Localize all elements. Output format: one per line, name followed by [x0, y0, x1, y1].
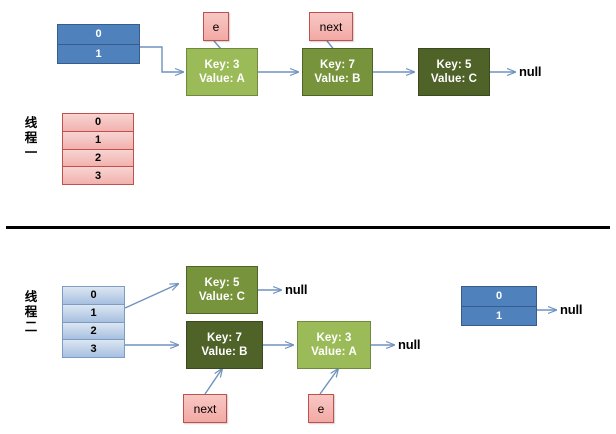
- bucket-cell[interactable]: 1: [63, 304, 124, 323]
- pointer-chip-e-bottom[interactable]: e: [308, 394, 334, 423]
- bucket-cell[interactable]: 0: [58, 25, 139, 45]
- pointer-chip-label: e: [317, 401, 325, 416]
- bucket-cell[interactable]: 3: [63, 340, 124, 357]
- bucket-cell[interactable]: 1: [63, 131, 133, 150]
- wire-bot-e-to-key3: [319, 369, 338, 395]
- node-key7-b[interactable]: Key: 7 Value: B: [186, 321, 263, 369]
- node-key-line: Key: 3: [204, 59, 240, 71]
- bucket-cell[interactable]: 2: [63, 322, 124, 341]
- thread2-bucket-array[interactable]: 0 1 2 3: [62, 286, 125, 358]
- node-value-line: Value: B: [201, 346, 248, 358]
- node-key7[interactable]: Key: 7 Value: B: [302, 48, 373, 96]
- wire-bot-next-to-key7: [204, 369, 222, 395]
- node-key-line: Key: 7: [206, 332, 243, 344]
- node-value-line: Value: B: [314, 73, 361, 85]
- node-key5-b[interactable]: Key: 5 Value: C: [186, 266, 258, 314]
- null-terminator-bottom-right: null: [560, 302, 583, 317]
- top-bucket-array[interactable]: 0 1: [57, 24, 140, 64]
- wire-bot-array-to-key5: [124, 284, 178, 309]
- node-key-line: Key: 5: [204, 277, 240, 289]
- node-value-line: Value: A: [199, 73, 245, 85]
- node-value-line: Value: A: [311, 346, 357, 358]
- pointer-chip-next-bottom[interactable]: next: [183, 394, 227, 423]
- pointer-chip-e-top[interactable]: e: [203, 12, 229, 41]
- bucket-cell[interactable]: 0: [63, 114, 133, 132]
- node-key-line: Key: 3: [316, 332, 352, 344]
- node-key3-b[interactable]: Key: 3 Value: A: [297, 321, 371, 369]
- pointer-chip-label: next: [193, 401, 217, 416]
- node-value-line: Value: C: [198, 291, 246, 303]
- node-key3[interactable]: Key: 3 Value: A: [186, 48, 258, 96]
- bucket-cell[interactable]: 0: [462, 287, 536, 307]
- bottom-bucket-array[interactable]: 0 1: [461, 286, 537, 326]
- bucket-cell[interactable]: 0: [63, 287, 124, 305]
- bucket-cell[interactable]: 1: [58, 44, 139, 63]
- section-divider: [6, 226, 610, 229]
- pointer-chip-label: next: [319, 19, 343, 34]
- null-terminator-bottom-upper: null: [285, 282, 308, 297]
- null-terminator-bottom-lower: null: [398, 337, 421, 352]
- thread-one-label: 线 程 一: [24, 115, 38, 160]
- thread1-bucket-array[interactable]: 0 1 2 3: [62, 113, 134, 185]
- null-terminator-top: null: [519, 64, 542, 79]
- node-key-line: Key: 7: [319, 59, 356, 71]
- node-key5[interactable]: Key: 5 Value: C: [418, 48, 490, 96]
- node-value-line: Value: C: [430, 73, 478, 85]
- bucket-cell[interactable]: 3: [63, 167, 133, 184]
- pointer-chip-label: e: [212, 19, 220, 34]
- thread-two-label: 线 程 二: [24, 289, 38, 334]
- pointer-chip-next-top[interactable]: next: [309, 12, 353, 41]
- bucket-cell[interactable]: 2: [63, 149, 133, 168]
- wire-top-array-to-key3: [140, 46, 183, 72]
- bucket-cell[interactable]: 1: [462, 306, 536, 325]
- node-key-line: Key: 5: [436, 59, 472, 71]
